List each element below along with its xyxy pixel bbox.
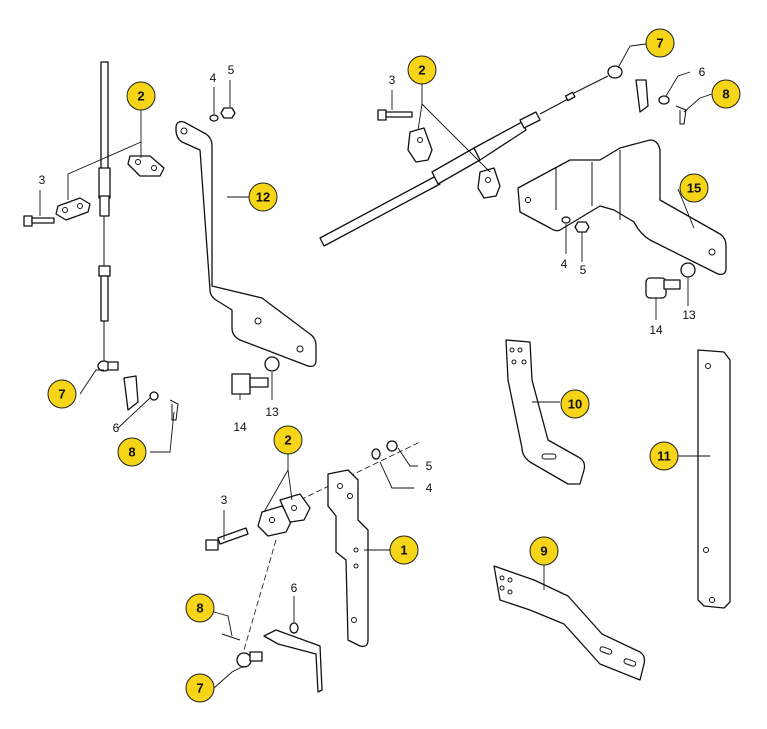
washer-large [264, 356, 280, 372]
label-5-top-left: 5 [228, 63, 235, 77]
nut [574, 221, 590, 233]
svg-text:12: 12 [256, 190, 270, 205]
svg-text:10: 10 [568, 397, 582, 412]
top-right-assembly [319, 43, 727, 320]
label-14-top-right: 14 [649, 323, 663, 337]
label-3-bottom: 3 [221, 493, 228, 507]
label-3-top-right: 3 [389, 73, 396, 87]
washer [658, 95, 670, 105]
callout-1: 1 [389, 535, 419, 565]
callout-7-top-left: 7 [47, 379, 77, 409]
pivot-bolt [231, 373, 269, 395]
label-4-top-right: 4 [561, 257, 568, 271]
bracket-1 [327, 469, 390, 648]
plate-10 [505, 339, 586, 485]
label-13-top-right: 13 [682, 308, 696, 322]
label-6-bottom: 6 [291, 581, 298, 595]
nut [220, 107, 236, 119]
label-6-top-left: 6 [113, 421, 120, 435]
cable-clamp-left [55, 197, 91, 221]
cotter-pin [221, 633, 241, 641]
svg-text:2: 2 [137, 89, 144, 104]
label-13-top-left: 13 [265, 405, 279, 419]
bracket-15 [517, 139, 727, 276]
washer-large [680, 262, 696, 278]
label-4-bottom: 4 [426, 481, 433, 495]
svg-text:2: 2 [284, 433, 291, 448]
callout-10: 10 [560, 389, 590, 419]
cable-clamp [257, 493, 311, 537]
control-cable-diagonal [319, 75, 609, 247]
cable-clamp-upper [407, 127, 433, 163]
svg-text:15: 15 [687, 181, 701, 196]
label-5-top-right: 5 [580, 263, 587, 277]
washer [149, 391, 159, 401]
control-cable-vertical [98, 61, 111, 362]
svg-text:7: 7 [656, 36, 663, 51]
callout-7-bottom: 7 [185, 673, 215, 703]
cable-end-fitting [236, 651, 263, 668]
lever-arm [263, 629, 323, 693]
svg-text:8: 8 [128, 445, 135, 460]
cotter-pin [169, 399, 179, 421]
label-14-top-left: 14 [233, 420, 247, 434]
svg-text:7: 7 [196, 681, 203, 696]
bottom-assembly [205, 440, 421, 693]
cable-clamp-right [127, 155, 165, 177]
callout-8-top-right: 8 [711, 79, 741, 109]
washer [209, 114, 219, 122]
strap-11 [678, 349, 731, 609]
cable-end-fitting [607, 65, 623, 79]
cotter-pin [675, 105, 687, 125]
svg-text:8: 8 [722, 87, 729, 102]
callout-11: 11 [649, 441, 679, 471]
washer [289, 622, 299, 634]
label-5-bottom: 5 [426, 459, 433, 473]
bracket-12 [175, 120, 317, 368]
pivot-bolt [645, 277, 681, 299]
top-left-assembly [23, 61, 317, 453]
svg-text:9: 9 [540, 544, 547, 559]
svg-text:2: 2 [418, 63, 425, 78]
nut [386, 440, 398, 452]
callout-12: 12 [248, 182, 278, 212]
callout-15: 15 [679, 173, 709, 203]
lever-plate [123, 375, 139, 411]
lever-plate [635, 79, 649, 113]
callout-8-top-left: 8 [117, 437, 147, 467]
plate-9 [493, 564, 646, 681]
cable-end-fitting [97, 360, 119, 372]
svg-text:11: 11 [657, 449, 671, 464]
callout-8-bottom: 8 [185, 593, 215, 623]
cable-clamp-lower [477, 167, 501, 199]
label-3-top-left: 3 [39, 173, 46, 187]
svg-text:1: 1 [400, 543, 407, 558]
callout-7-top-right: 7 [645, 28, 675, 58]
bolt [23, 215, 55, 227]
label-6-top-right: 6 [699, 65, 706, 79]
callout-2-top-right: 2 [407, 55, 437, 85]
callout-2-bottom: 2 [273, 425, 303, 455]
svg-text:7: 7 [58, 387, 65, 402]
washer [371, 448, 381, 460]
label-4-top-left: 4 [210, 71, 217, 85]
washer [561, 216, 571, 224]
callout-9: 9 [529, 536, 559, 566]
callout-2-top-left: 2 [126, 81, 156, 111]
svg-text:8: 8 [196, 601, 203, 616]
bolt [205, 527, 249, 551]
bolt [377, 109, 413, 121]
